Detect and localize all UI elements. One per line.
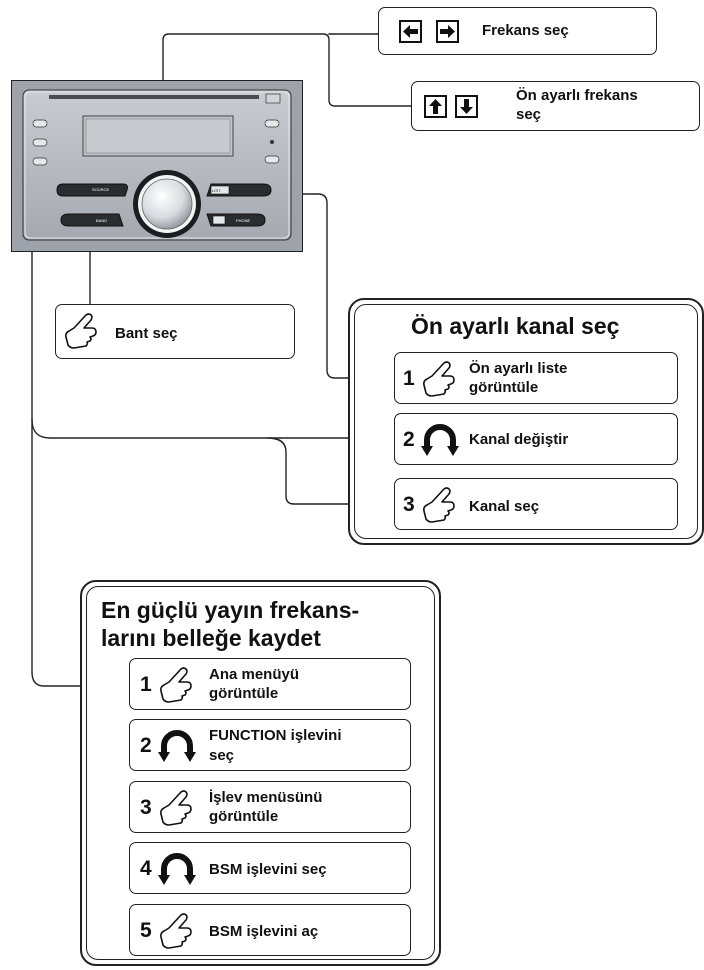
bsm-panel-inner	[86, 586, 435, 960]
frequency-select-box: Frekans seç	[378, 7, 657, 55]
step-label-line2: görüntüle	[209, 808, 279, 825]
preset-frequency-label-1: Ön ayarlı frekans	[516, 87, 638, 104]
hand-press-icon	[160, 913, 192, 949]
hand-press-icon	[65, 313, 97, 349]
step-number: 3	[403, 493, 415, 516]
step-label-line2: görüntüle	[469, 379, 539, 396]
band-select-label: Bant seç	[115, 325, 178, 342]
step-number: 4	[140, 857, 152, 880]
step-label-line1: Ana menüyü	[209, 666, 300, 683]
left-arrow-icon	[399, 20, 422, 43]
up-arrow-icon	[424, 95, 447, 118]
band-select-box: Bant seç	[55, 304, 295, 359]
step-label-line1: İşlev menüsünü	[209, 789, 323, 806]
bsm-panel	[80, 580, 441, 966]
rotate-knob-icon	[158, 730, 196, 762]
step-number: 1	[140, 673, 152, 696]
bsm-step-1: 1 Ana menüyü görüntüle	[129, 658, 411, 710]
step-number: 2	[403, 428, 415, 451]
band-button-label[interactable]: BAND	[96, 218, 108, 223]
step-label-line1: Ön ayarlı liste	[469, 360, 568, 377]
car-radio-unit	[11, 80, 303, 252]
step-label-line2: seç	[209, 747, 235, 764]
rotate-knob-icon	[421, 424, 459, 456]
phone-button-label[interactable]: PHONE	[236, 218, 251, 223]
preset-step-2: 2 Kanal değiştir	[394, 413, 678, 465]
preset-channel-panel-inner	[354, 304, 698, 539]
preset-panel-title: Ön ayarlı kanal seç	[411, 313, 620, 339]
preset-step-1: 1 Ön ayarlı liste görüntüle	[394, 352, 678, 404]
bsm-panel-title-line2: larını belleğe kaydet	[101, 625, 321, 651]
preset-frequency-label-2: seç	[516, 106, 542, 123]
rotate-knob-icon	[158, 853, 196, 885]
list-button-label[interactable]: LIST	[212, 188, 221, 193]
bsm-step-5: 5 BSM işlevini aç	[129, 904, 411, 956]
step-label-line1: Kanal değiştir	[469, 431, 569, 448]
bsm-panel-title-line1: En güçlü yayın frekans-	[101, 597, 360, 623]
right-arrow-icon	[436, 20, 459, 43]
source-button-label[interactable]: SOURCE	[92, 187, 110, 192]
step-label-line1: Kanal seç	[469, 498, 540, 515]
step-label-line1: BSM işlevini seç	[209, 861, 327, 878]
hand-press-icon	[423, 487, 455, 523]
hand-press-icon	[160, 667, 192, 703]
bsm-step-4: 4 BSM işlevini seç	[129, 842, 411, 894]
preset-step-3: 3 Kanal seç	[394, 478, 678, 530]
step-label-line1: FUNCTION işlevini	[209, 727, 342, 744]
step-label-line2: görüntüle	[209, 685, 279, 702]
bsm-step-2: 2 FUNCTION işlevini seç	[129, 719, 411, 771]
step-number: 5	[140, 919, 152, 942]
step-label-line1: BSM işlevini aç	[209, 923, 319, 940]
preset-frequency-select-box: Ön ayarlı frekans seç	[411, 81, 700, 131]
step-number: 3	[140, 796, 152, 819]
step-number: 1	[403, 367, 415, 390]
down-arrow-icon	[455, 95, 478, 118]
bsm-step-3: 3 İşlev menüsünü görüntüle	[129, 781, 411, 833]
frequency-select-label: Frekans seç	[482, 22, 569, 39]
hand-press-icon	[160, 790, 192, 826]
hand-press-icon	[423, 361, 455, 397]
step-number: 2	[140, 734, 152, 757]
